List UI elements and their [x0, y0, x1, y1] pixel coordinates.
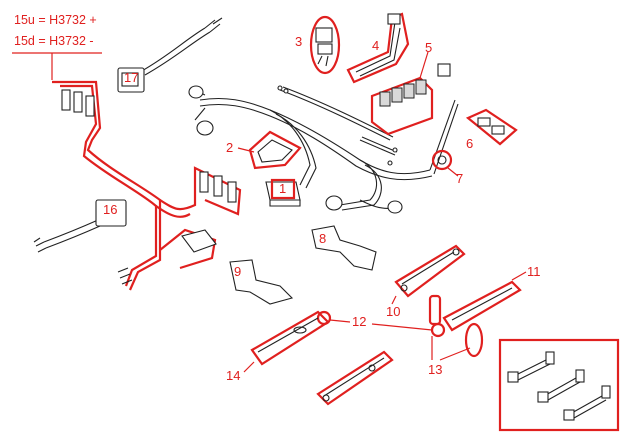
main-harness — [188, 63, 459, 214]
callout-16: 16 — [103, 202, 117, 217]
callout-10: 10 — [386, 304, 400, 319]
callout-7: 7 — [456, 171, 463, 186]
callout-17: 17 — [124, 70, 138, 85]
callout-14: 14 — [226, 368, 240, 383]
lower-rail — [316, 350, 394, 406]
callout-13: 13 — [428, 362, 442, 377]
callout-3: 3 — [295, 34, 302, 49]
part-8: 8 — [311, 225, 377, 271]
connector-16: 16 — [33, 199, 127, 253]
callout-4: 4 — [372, 38, 379, 53]
callout-9: 9 — [234, 264, 241, 279]
part-11: 11 — [442, 264, 541, 332]
callout-8: 8 — [319, 231, 326, 246]
callout-5: 5 — [425, 40, 432, 55]
part-1: 1 — [265, 178, 301, 207]
callout-11: 11 — [527, 264, 541, 279]
part-14: 14 — [226, 310, 330, 383]
callout-6: 6 — [466, 136, 473, 151]
inset-box — [498, 338, 620, 432]
callout-12: 12 — [352, 314, 366, 329]
callout-1: 1 — [279, 181, 286, 196]
legend-line-2: 15d = H3732 - — [14, 34, 94, 48]
part-10: 10 — [386, 244, 466, 319]
highlighted-harness — [52, 80, 242, 291]
connector-17: 17 — [117, 17, 223, 93]
part-6: 6 — [465, 108, 518, 151]
parts-12-13: 12 13 — [316, 294, 484, 377]
callout-2: 2 — [226, 140, 233, 155]
part-2: 2 — [226, 130, 302, 170]
part-4: 4 — [346, 12, 410, 84]
part-9: 9 — [229, 259, 294, 305]
part-5: 5 — [370, 40, 434, 136]
legend-line-1: 15u = H3732 + — [14, 13, 97, 27]
legend: 15u = H3732 + 15d = H3732 - — [12, 13, 102, 80]
part-7: 7 — [431, 149, 463, 186]
part-3: 3 — [295, 15, 341, 75]
